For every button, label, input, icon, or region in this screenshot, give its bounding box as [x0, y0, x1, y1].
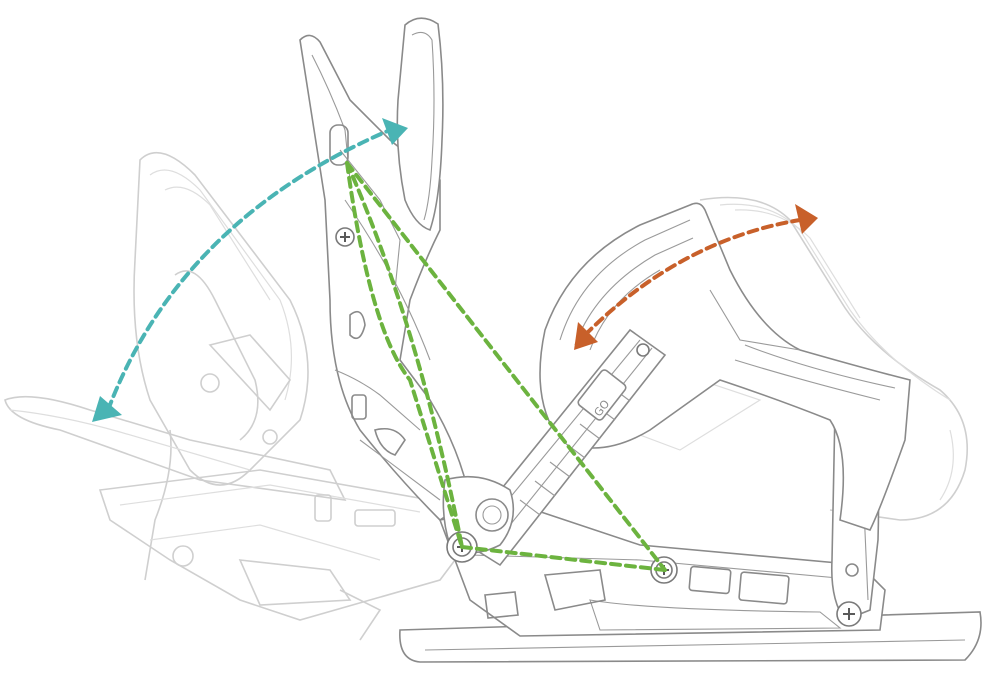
ghost-toe-ramp [4, 395, 347, 501]
highback [299, 17, 471, 522]
arrowhead-up-icon [382, 118, 408, 145]
arrowhead-down-icon [92, 396, 122, 422]
ghost-highback-tilted [133, 151, 309, 581]
pivot-linkage [345, 161, 667, 572]
ghost-baseplate [98, 469, 472, 641]
highback-rotation-arrow [92, 118, 408, 422]
arrowhead-left-icon [574, 322, 598, 350]
screw-heel-hoop [836, 601, 862, 627]
screw-highback [335, 227, 355, 247]
screw-strap [636, 343, 650, 357]
toe-strap-rotation-arrow [574, 204, 818, 350]
arrowhead-right-icon [795, 204, 818, 234]
